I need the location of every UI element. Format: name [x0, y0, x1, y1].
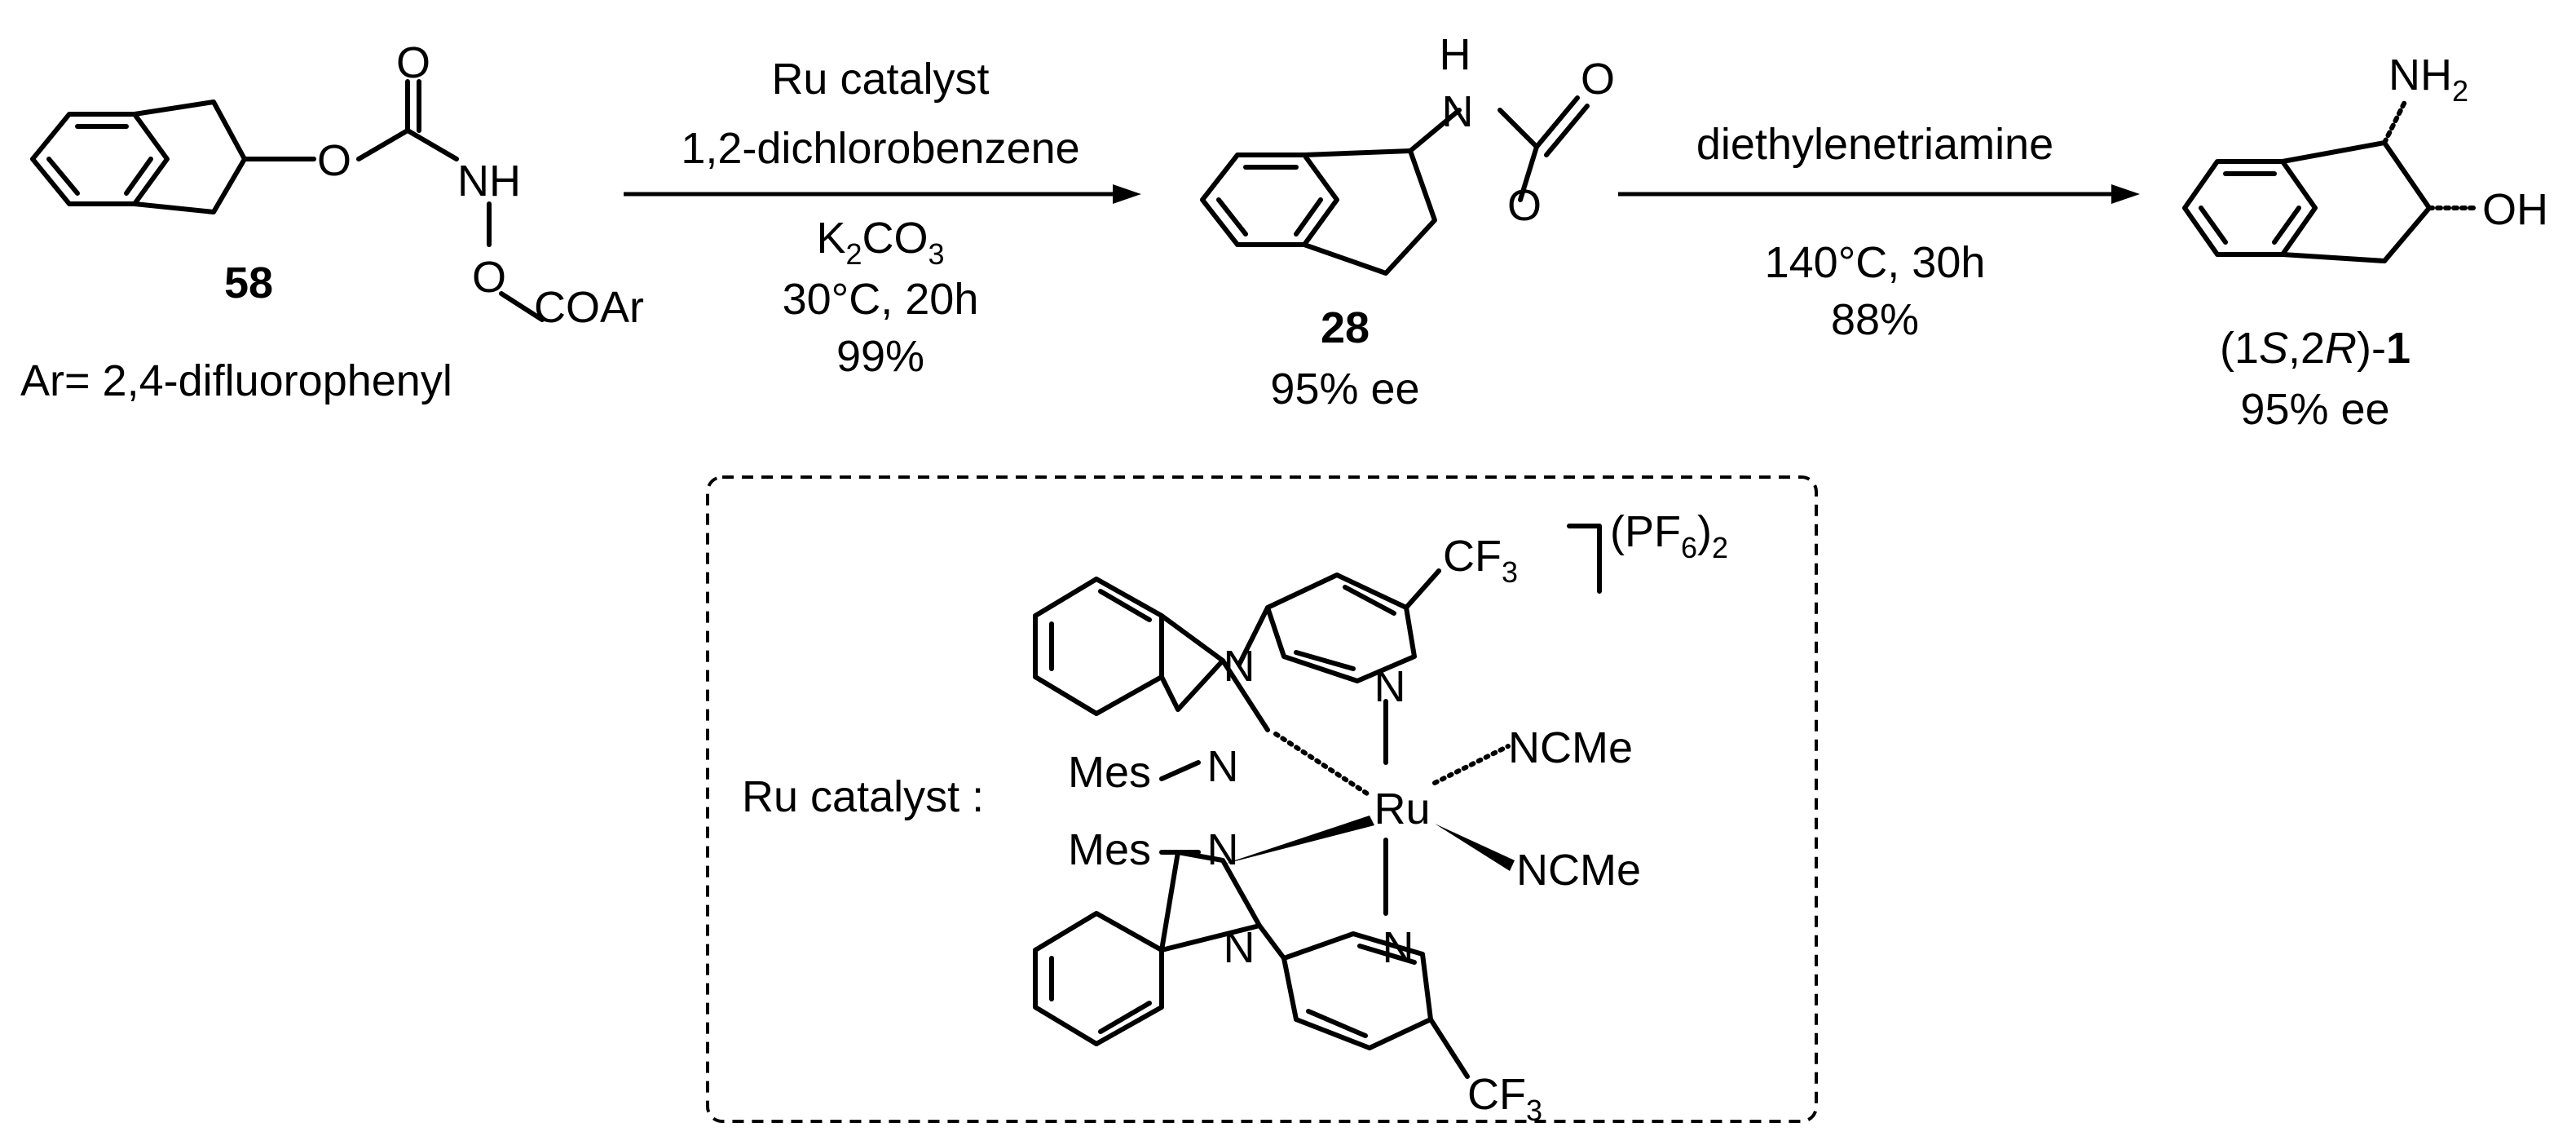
arrow2-reagent: diethylenetriamine — [1696, 120, 2053, 169]
n-atom-top-pyridine: N — [1374, 662, 1406, 711]
aryl-definition: Ar= 2,4-difluorophenyl — [20, 356, 452, 405]
reaction-arrow-1-head — [1113, 184, 1141, 204]
product-1-ee: 95% ee — [2240, 385, 2389, 434]
n-atom-top-imidazole: N — [1224, 642, 1255, 691]
n-atom-bottom-pyridine: N — [1383, 923, 1414, 972]
mes-group-1: Mes — [1068, 748, 1151, 797]
arrow1-yield: 99% — [836, 332, 924, 381]
compound-28-label: 28 — [1321, 303, 1370, 352]
catalyst-label: Ru catalyst : — [742, 772, 984, 821]
amine-group: NH2 — [2389, 51, 2468, 108]
product-1-label: (1S,2R)-1 — [2220, 324, 2411, 373]
cf3-bottom: CF3 — [1467, 1070, 1542, 1127]
reaction-arrow-2-head — [2111, 184, 2140, 204]
ester-oxygen: O — [317, 136, 351, 185]
arrow2-conditions: 140°C, 30h — [1765, 238, 1986, 287]
arrow1-reagent: Ru catalyst — [771, 55, 989, 104]
compound-58-label: 58 — [224, 259, 273, 307]
product-1-structure — [2182, 99, 2481, 263]
ru-catalyst-structure — [1033, 524, 1602, 1079]
coar-group: COAr — [534, 283, 644, 332]
ring-oxygen: O — [1507, 181, 1542, 230]
arrow1-base: K2CO3 — [816, 214, 944, 271]
carbonyl-oxygen-28: O — [1581, 55, 1615, 104]
catalyst-box — [706, 475, 1818, 1123]
compound-28-structure — [1200, 95, 1590, 276]
nh-hydrogen: H — [1440, 30, 1471, 79]
compound-58-structure — [30, 79, 545, 322]
arrow1-solvent: 1,2-dichlorobenzene — [681, 124, 1079, 173]
n-oxygen: O — [472, 253, 506, 302]
arrow2-yield: 88% — [1831, 295, 1919, 344]
nh-group: NH — [457, 157, 521, 206]
counterion-pf6: (PF6)2 — [1610, 507, 1728, 564]
n-atom-bottom-imidazole: N — [1224, 923, 1255, 972]
ligand-ncme-1: NCMe — [1508, 723, 1633, 772]
compound-28-ee: 95% ee — [1270, 365, 1419, 413]
ligand-ncme-2: NCMe — [1516, 846, 1641, 895]
n-atom-bottom-mes: N — [1207, 825, 1239, 874]
ring-nitrogen: N — [1442, 87, 1474, 136]
cf3-top: CF3 — [1443, 532, 1518, 589]
carbonyl-oxygen: O — [396, 38, 430, 87]
mes-group-2: Mes — [1068, 825, 1151, 874]
n-atom-top-mes: N — [1207, 742, 1239, 791]
arrow1-conditions: 30°C, 20h — [783, 275, 979, 324]
ruthenium-center: Ru — [1374, 785, 1430, 833]
hydroxyl-group: OH — [2482, 185, 2548, 234]
